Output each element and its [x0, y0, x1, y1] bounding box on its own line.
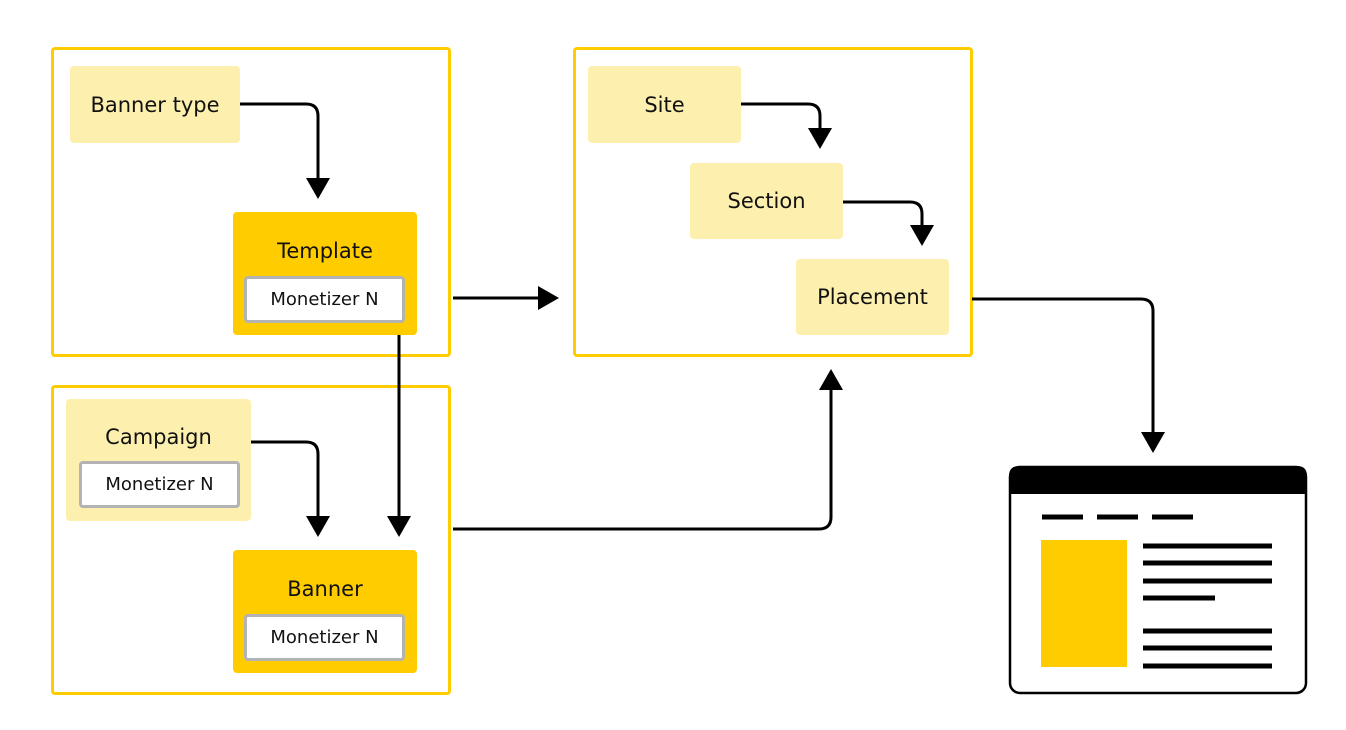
banner-type-label: Banner type	[90, 92, 220, 117]
template-node: Template Monetizer N	[233, 212, 417, 335]
campaign-group	[51, 385, 451, 695]
arrow-site-to-section	[741, 102, 832, 149]
template-label: Template	[277, 239, 373, 263]
section-label: Section	[727, 189, 806, 213]
banner-monetizer: Monetizer N	[244, 614, 405, 661]
template-group	[51, 47, 451, 357]
arrow-placement-to-page	[972, 297, 1165, 453]
page-header-bar	[1009, 466, 1307, 494]
arrow-banner-type-to-template	[240, 102, 330, 199]
banner-label: Banner	[287, 577, 363, 601]
campaign-monetizer: Monetizer N	[79, 461, 240, 508]
section-node: Section	[690, 163, 843, 239]
campaign-node: Campaign Monetizer N	[66, 399, 251, 521]
placement-label: Placement	[817, 285, 928, 309]
banner-node: Banner Monetizer N	[233, 550, 417, 673]
site-group	[573, 47, 973, 357]
arrow-campaign-group-to-placement	[453, 369, 843, 531]
arrow-campaign-to-banner	[251, 440, 330, 537]
web-page-icon	[1008, 465, 1308, 695]
page-ad-block	[1041, 540, 1127, 667]
placement-node: Placement	[796, 259, 949, 335]
arrow-section-to-placement	[843, 200, 934, 246]
template-monetizer: Monetizer N	[244, 276, 405, 323]
site-label: Site	[644, 92, 685, 117]
campaign-label: Campaign	[105, 425, 212, 449]
site-node: Site	[588, 66, 741, 143]
banner-type-node: Banner type	[70, 66, 240, 143]
